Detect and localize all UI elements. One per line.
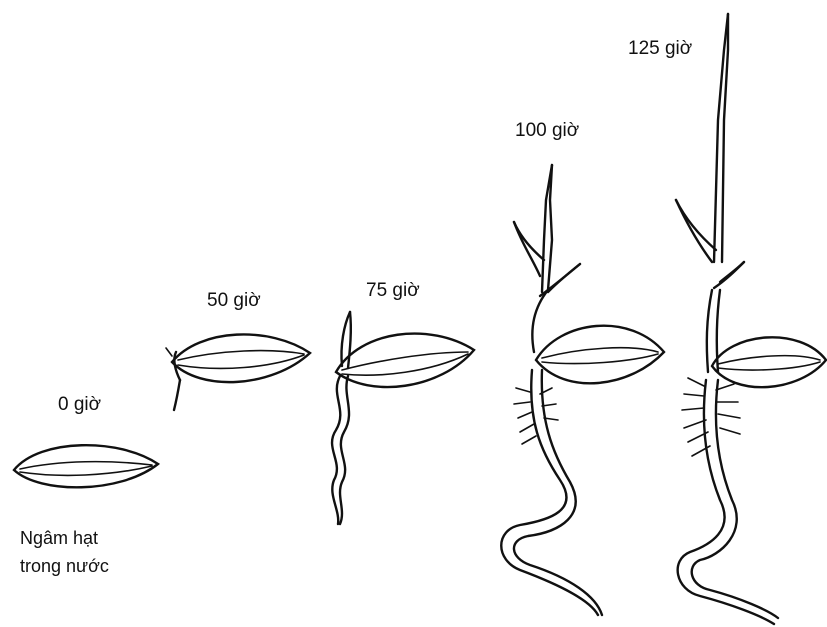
- seed-stage-100: [501, 165, 664, 615]
- seed-stage-50: [166, 334, 310, 410]
- stage-label-125h: 125 giờ: [628, 38, 692, 60]
- caption-line-1: Ngâm hạt: [20, 524, 109, 552]
- caption-line-2: trong nước: [20, 552, 109, 580]
- stage-label-0h: 0 giờ: [58, 394, 101, 416]
- stage-label-50h: 50 giờ: [207, 290, 261, 312]
- stage-label-100h: 100 giờ: [515, 120, 579, 142]
- stage-label-75h: 75 giờ: [366, 280, 420, 302]
- seed-stage-0: [14, 445, 158, 487]
- caption: Ngâm hạt trong nước: [20, 524, 109, 580]
- seed-stage-125: [676, 14, 826, 624]
- seed-stage-75: [332, 312, 474, 524]
